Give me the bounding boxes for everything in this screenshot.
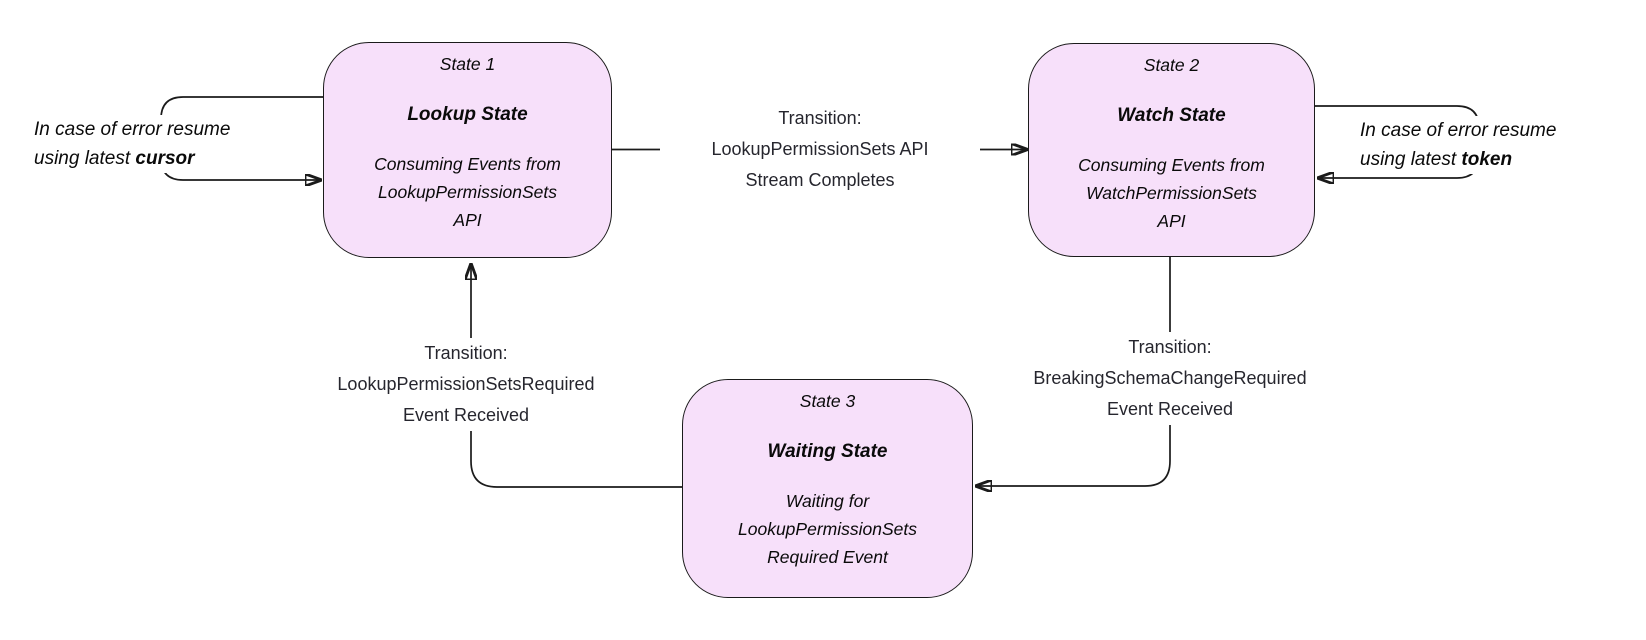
state3-box: State 3 Waiting State Waiting for Lookup…: [682, 379, 973, 598]
state2-box: State 2 Watch State Consuming Events fro…: [1028, 43, 1315, 257]
state1-title: State 1: [439, 54, 496, 74]
transition-label-line: Stream Completes: [745, 170, 895, 190]
state3-desc-line: LookupPermissionSets: [738, 519, 917, 539]
state1-name: Lookup State: [407, 104, 528, 125]
state3-description: Waiting for LookupPermissionSets Require…: [738, 487, 917, 571]
error-loop-text-line: In case of error resume: [34, 119, 231, 140]
state1-box: State 1 Lookup State Consuming Events fr…: [323, 42, 612, 258]
state1-desc-line: Consuming Events from: [374, 154, 561, 174]
state3-desc-line: Required Event: [767, 547, 888, 567]
error-loop-text-line: using latest cursor: [34, 148, 195, 169]
error-loop-emphasis: token: [1461, 149, 1513, 170]
state3-title: State 3: [799, 391, 856, 411]
transition-label-state3-to-state1: Transition: LookupPermissionSetsRequired…: [301, 338, 631, 431]
state2-desc-line: WatchPermissionSets: [1086, 183, 1257, 203]
state2-desc-line: Consuming Events from: [1078, 155, 1265, 175]
transition-label-state1-to-state2: Transition: LookupPermissionSets API Str…: [660, 103, 980, 196]
state3-desc-line: Waiting for: [785, 491, 870, 511]
state1-desc-line: LookupPermissionSets: [378, 182, 557, 202]
state1-desc-line: API: [453, 210, 482, 230]
state3-name: Waiting State: [767, 441, 888, 462]
transition-label-line: Transition:: [1128, 337, 1212, 357]
transition-label-line: Event Received: [1106, 399, 1234, 419]
transition-label-line: LookupPermissionSets API: [711, 139, 929, 159]
state2-description: Consuming Events from WatchPermissionSet…: [1078, 151, 1265, 235]
arrow-state3-to-state1: [471, 263, 682, 488]
transition-label-line: LookupPermissionSetsRequired: [337, 374, 595, 394]
state1-description: Consuming Events from LookupPermissionSe…: [374, 150, 561, 234]
state2-name: Watch State: [1117, 105, 1226, 126]
error-loop-label-state1: In case of error resume using latest cur…: [30, 115, 235, 173]
transition-label-line: BreakingSchemaChangeRequired: [1033, 368, 1307, 388]
transition-label-line: Transition:: [778, 108, 862, 128]
state2-desc-line: API: [1157, 211, 1186, 231]
state2-title: State 2: [1143, 55, 1200, 75]
error-loop-text-line: In case of error resume: [1360, 120, 1557, 141]
transition-label-line: Event Received: [402, 405, 530, 425]
arrow-state2-to-state3: [975, 257, 1171, 486]
error-loop-emphasis: cursor: [135, 148, 195, 169]
transition-label-state2-to-state3: Transition: BreakingSchemaChangeRequired…: [980, 332, 1360, 425]
error-loop-text-line: using latest token: [1360, 149, 1513, 170]
error-loop-label-state2: In case of error resume using latest tok…: [1356, 116, 1561, 174]
transition-label-line: Transition:: [424, 343, 508, 363]
